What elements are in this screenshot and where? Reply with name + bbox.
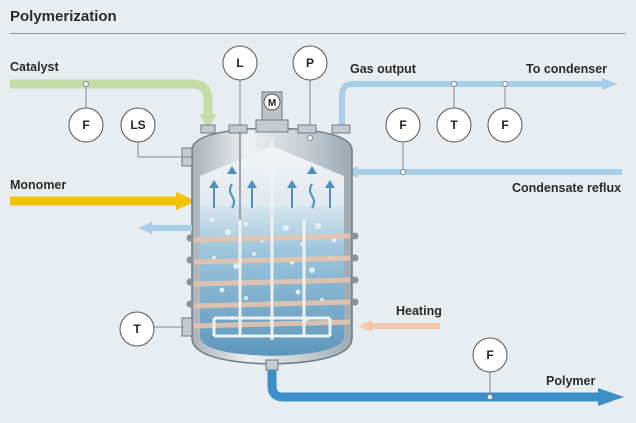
agitator bbox=[212, 140, 332, 340]
instrument-level: L bbox=[222, 45, 258, 81]
instrument-gas-temperature: T bbox=[436, 107, 472, 143]
label-heating: Heating bbox=[396, 304, 442, 318]
vapor-arrows bbox=[213, 183, 331, 209]
label-gas-output: Gas output bbox=[350, 62, 416, 76]
label-catalyst: Catalyst bbox=[10, 60, 59, 74]
gas-output-line bbox=[339, 81, 604, 130]
instrument-gas-flow: F bbox=[487, 107, 523, 143]
label-polymer: Polymer bbox=[546, 374, 596, 388]
svg-text:T: T bbox=[450, 118, 458, 132]
instrument-reflux-flow: F bbox=[385, 107, 421, 143]
polymer-line bbox=[267, 370, 600, 402]
page-title: Polymerization bbox=[10, 8, 117, 25]
svg-text:F: F bbox=[399, 118, 406, 132]
instrument-reactor-temperature: T bbox=[119, 311, 155, 347]
gas-output-arrowhead bbox=[602, 78, 618, 90]
catalyst-arrowhead bbox=[199, 114, 217, 128]
liquid-return-arrowhead bbox=[138, 222, 152, 234]
heating-arrowhead bbox=[358, 320, 372, 332]
instrument-polymer-flow: F bbox=[472, 337, 508, 373]
label-to-condenser: To condenser bbox=[526, 62, 608, 76]
instrument-catalyst-flow: F bbox=[68, 107, 104, 143]
svg-text:T: T bbox=[133, 322, 141, 336]
monomer-arrowhead bbox=[176, 192, 196, 210]
label-condensate-reflux: Condensate reflux bbox=[512, 181, 622, 195]
instrument-pressure: P bbox=[292, 45, 328, 81]
motor-icon: M bbox=[263, 93, 281, 111]
label-monomer: Monomer bbox=[10, 178, 67, 192]
catalyst-line bbox=[10, 79, 213, 118]
svg-text:M: M bbox=[268, 98, 276, 109]
svg-text:F: F bbox=[501, 118, 508, 132]
svg-text:L: L bbox=[236, 56, 243, 70]
svg-text:P: P bbox=[306, 56, 314, 70]
svg-text:F: F bbox=[82, 118, 89, 132]
svg-text:LS: LS bbox=[130, 118, 145, 132]
title-divider bbox=[10, 33, 626, 34]
polymer-arrowhead bbox=[598, 388, 624, 406]
svg-text:F: F bbox=[486, 348, 493, 362]
instrument-level-switch: LS bbox=[120, 107, 156, 143]
coil-ends bbox=[186, 232, 359, 308]
